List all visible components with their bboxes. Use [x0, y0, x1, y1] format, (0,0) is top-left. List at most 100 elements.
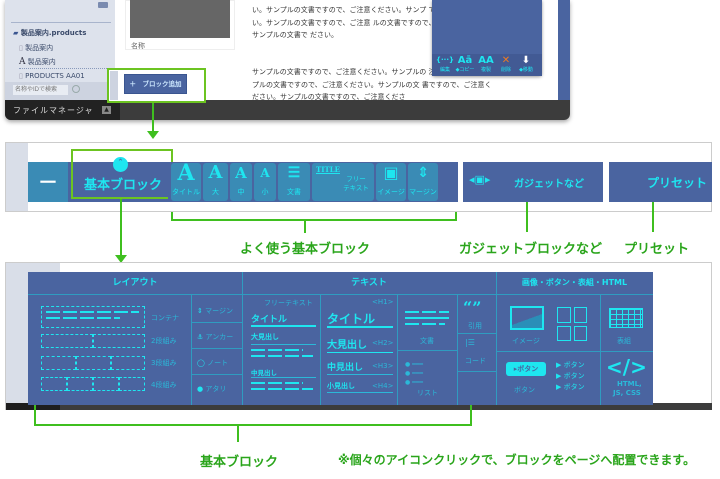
callout-line	[171, 219, 457, 221]
callout-line	[152, 103, 154, 133]
label: 大見出し	[251, 333, 279, 341]
line	[251, 382, 303, 384]
line	[327, 374, 393, 375]
callout-line	[171, 212, 173, 221]
file-manager-bar	[5, 100, 120, 120]
collapse-button[interactable]: －	[28, 162, 68, 202]
folder-icon: ▰	[13, 29, 19, 37]
callout-line	[34, 424, 472, 426]
tag: <H2>	[372, 339, 394, 347]
divider	[600, 295, 601, 405]
divider	[496, 272, 497, 405]
edit-button[interactable]: {···}編集	[436, 56, 454, 73]
file-item[interactable]: ▯ 製品案内	[19, 44, 54, 52]
move-button[interactable]: ⬇◆移動	[516, 55, 536, 73]
label: リスト	[417, 389, 438, 397]
divider	[19, 68, 111, 69]
sample-text-2: サンプルの文書ですので、ご注意ください。サンプルの 注意ください。サンプルの文書…	[252, 68, 492, 101]
callout-line	[470, 405, 472, 425]
preset-tab-label: プリセット	[647, 176, 708, 190]
line	[251, 325, 316, 327]
divider	[11, 22, 111, 23]
label: 小見出し	[327, 382, 355, 390]
speech-bubble-filled-icon: ●	[197, 385, 204, 393]
image-icon: ▣	[383, 163, 399, 182]
list-icon: ● ━━━● ━━━● ━━━	[405, 361, 423, 386]
add-block-button[interactable]: ＋ ブロック追加	[125, 75, 186, 93]
label: 2段組み	[151, 337, 177, 345]
gadget-tab-label: ガジェットなど	[514, 179, 584, 190]
divider	[457, 371, 496, 372]
sidebar-scroll-icon[interactable]	[98, 2, 108, 8]
copy-button[interactable]: Aā◆コピー	[455, 55, 475, 73]
callout-common-blocks: よく使う基本ブロック	[240, 242, 371, 257]
col-icon	[67, 377, 93, 391]
gadget-tab[interactable]	[463, 162, 603, 202]
tag: <H4>	[372, 382, 394, 390]
divider	[191, 322, 242, 323]
margin-icon: ⇕	[197, 307, 203, 315]
delete-button[interactable]: ✕削除	[496, 55, 516, 73]
divider	[497, 351, 653, 352]
search-icon[interactable]	[72, 85, 80, 93]
line	[251, 355, 313, 357]
chevron-up-icon[interactable]: ˆ	[113, 157, 128, 172]
callout-line	[652, 202, 654, 232]
media-gallery[interactable]	[557, 307, 587, 341]
media-radio-buttons[interactable]: ▶ ボタン ▶ ボタン ▶ ボタン	[556, 360, 585, 393]
divider	[28, 294, 653, 295]
medium-a-icon: A	[235, 164, 247, 182]
preset-tab[interactable]	[609, 162, 712, 202]
anchor-icon: ⚓	[197, 333, 204, 341]
divider	[191, 348, 242, 349]
col-icon	[119, 377, 145, 391]
layout-margin[interactable]: ⇕ マージン	[197, 307, 233, 315]
quick-block-document[interactable]: ☰文書	[278, 163, 310, 201]
tag: <H3>	[372, 362, 394, 370]
col-icon	[93, 334, 145, 348]
quick-block-margin[interactable]: ⇕マージン	[408, 163, 438, 201]
line	[46, 317, 120, 319]
quote-icon: “”	[463, 298, 482, 317]
button-chip-icon: ▸ボタン	[506, 362, 546, 376]
speech-bubble-outline-icon: ◯	[197, 359, 205, 367]
callout-presets: プリセット	[624, 242, 690, 257]
label: 中見出し	[327, 363, 364, 373]
callout-arrow	[115, 255, 127, 263]
basic-block-label: 基本ブロック	[83, 178, 162, 193]
divider	[457, 295, 458, 405]
layout-header: レイアウト	[112, 278, 158, 288]
radio-item: ▶ ボタン	[556, 361, 585, 369]
line	[251, 344, 316, 345]
quick-block-image[interactable]: ▣イメージ	[376, 163, 406, 201]
bottom-bar-left	[6, 403, 60, 410]
search-input[interactable]	[13, 85, 68, 95]
table-icon	[609, 308, 643, 328]
line	[405, 317, 449, 319]
folder-item[interactable]: ▰ 製品案内.products	[13, 29, 87, 37]
divider	[320, 295, 321, 405]
label: タイトル	[327, 312, 376, 326]
title-a-icon: A	[177, 160, 195, 186]
label: JS, CSS	[613, 389, 641, 397]
line	[327, 352, 393, 353]
text-a-icon: A	[19, 57, 26, 67]
layout-note[interactable]: ◯ ノート	[197, 359, 229, 367]
label: 大見出し	[327, 340, 367, 351]
gadget-image-icon: ◂▣▸	[469, 173, 491, 186]
layout-atari[interactable]: ● アタリ	[197, 385, 227, 393]
callout-arrow	[147, 131, 159, 139]
file-item[interactable]: A 製品案内	[19, 57, 56, 67]
file-manager-label: ファイルマネージャ	[13, 106, 94, 115]
layout-anchor[interactable]: ⚓ アンカー	[197, 333, 234, 341]
file-manager-toggle[interactable]: ▲	[102, 106, 111, 114]
callout-line	[455, 212, 457, 221]
code-tag-icon: </>	[606, 355, 647, 379]
file-item[interactable]: ▯ PRODUCTS AA01	[19, 72, 85, 80]
